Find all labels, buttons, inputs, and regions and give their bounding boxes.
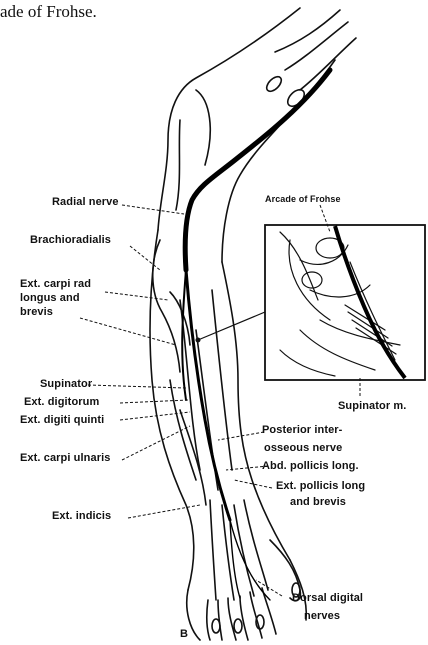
- label-radial-nerve: Radial nerve: [52, 196, 119, 208]
- leader-ext-carpi-2: [80, 318, 176, 345]
- label-dorsal-digital-2: nerves: [304, 610, 340, 622]
- label-abd-pollicis-long: Abd. pollicis long.: [262, 460, 359, 472]
- label-arcade-of-frohse: Arcade of Frohse: [265, 193, 341, 205]
- brachioradialis-outline: [153, 240, 180, 372]
- label-ext-indicis: Ext. indicis: [52, 510, 111, 522]
- label-supinator-m: Supinator m.: [338, 400, 406, 412]
- label-ext-pollicis-1: Ext. pollicis long: [276, 480, 365, 492]
- shoulder-tendon: [275, 10, 340, 52]
- label-ext-carpi-ulnaris: Ext. carpi ulnaris: [20, 452, 110, 464]
- label-ext-carpi-rad-3: brevis: [20, 306, 53, 318]
- inset-connector: [198, 312, 265, 340]
- leader-radial-nerve: [122, 205, 184, 214]
- hand-outline: [187, 590, 200, 640]
- label-ext-carpi-rad-1: Ext. carpi rad: [20, 278, 91, 290]
- hand-tendon-4: [244, 500, 268, 590]
- label-posterior-interosseous-1: Posterior inter-: [262, 424, 342, 436]
- forearm-muscle-3: [212, 290, 232, 470]
- label-ext-digitorum: Ext. digitorum: [24, 396, 99, 408]
- label-dorsal-digital-1: Dorsal digital: [292, 592, 363, 604]
- leader-ext-carpi-ulnaris: [122, 426, 190, 460]
- shoulder-tendon-end-2: [264, 74, 284, 94]
- label-posterior-interosseous-2: osseous nerve: [264, 442, 342, 454]
- fingernail-2: [234, 619, 242, 633]
- leader-ext-digiti-quinti: [120, 412, 190, 420]
- fingernail: [212, 619, 220, 633]
- label-ext-pollicis-2: and brevis: [290, 496, 346, 508]
- label-ext-digiti-quinti: Ext. digiti quinti: [20, 414, 104, 426]
- label-supinator: Supinator: [40, 378, 92, 390]
- upper-arm-muscle-2: [176, 120, 180, 210]
- leader-ext-carpi: [105, 292, 168, 300]
- hand-tendon-3: [234, 505, 254, 596]
- inset-connector-dot: [196, 338, 201, 343]
- dorsal-digital-branch: [230, 520, 270, 600]
- label-ext-carpi-rad-2: longus and: [20, 292, 80, 304]
- upper-arm-muscle: [196, 90, 210, 165]
- panel-letter: B: [180, 628, 188, 640]
- hand-tendon: [210, 500, 216, 600]
- shoulder-tendon-3: [300, 38, 356, 90]
- figure-caption: ade of Frohse.: [0, 2, 97, 22]
- label-brachioradialis: Brachioradialis: [30, 234, 111, 246]
